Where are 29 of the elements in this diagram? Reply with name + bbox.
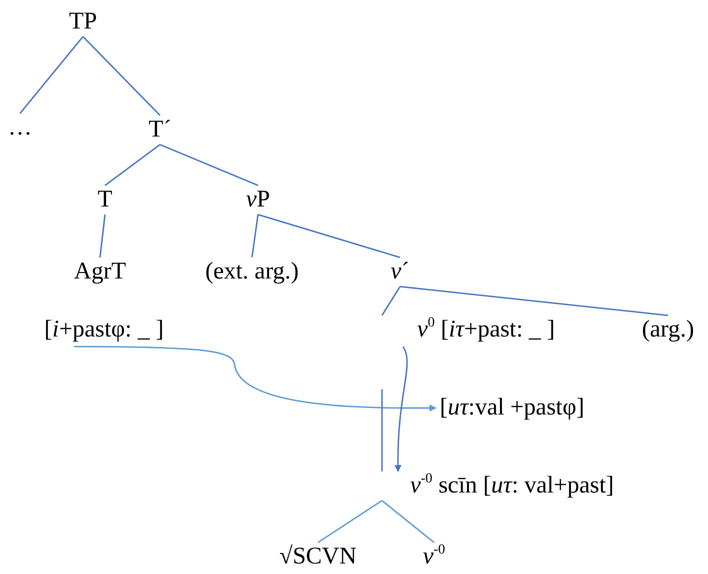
tree-node-label: T´ xyxy=(144,115,176,145)
tree-node-label: (arg.) xyxy=(638,315,698,345)
tree-branch xyxy=(258,214,400,258)
tree-branch xyxy=(160,144,258,186)
tree-node-label: v$^{0}$ [iτ+past: _ ] xyxy=(413,315,559,345)
ellipsis: … xyxy=(4,113,36,143)
tree-branch xyxy=(19,36,84,114)
tree-node-label: T xyxy=(94,185,116,215)
arrow xyxy=(394,346,408,472)
tree-branch xyxy=(251,214,259,258)
tree-branch xyxy=(382,500,434,543)
tree-branch xyxy=(318,500,382,543)
tree-branch xyxy=(104,144,160,186)
tree-node-label: v$^{-0}$ xyxy=(418,542,450,572)
tree-node-label: AgrT xyxy=(70,257,130,287)
tree-node-label: (ext. arg.) xyxy=(201,257,303,287)
tree-node-label: TP xyxy=(65,7,101,37)
tree-branch xyxy=(400,286,668,316)
vertical-line xyxy=(381,389,383,472)
tree-node-label: vP xyxy=(242,185,274,215)
feature-bundle: [uτ:val +pastφ] xyxy=(436,393,588,423)
arrow xyxy=(74,346,436,412)
tree-branch xyxy=(82,36,160,116)
tree-branch xyxy=(99,214,106,258)
tree-branch xyxy=(381,286,401,316)
tree-node-label: v$^{-0}$ scīn [uτ: val+past] xyxy=(406,471,618,501)
tree-node-label: v´ xyxy=(386,257,414,287)
tree-node-label: √SCVN xyxy=(275,542,361,572)
feature-bundle: [i+pastφ: _ ] xyxy=(40,315,168,345)
